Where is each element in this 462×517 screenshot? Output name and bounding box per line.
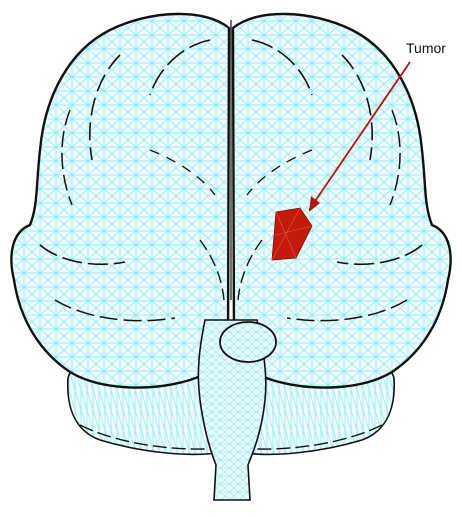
brainstem xyxy=(198,320,276,500)
left-hemisphere xyxy=(11,14,229,388)
tumor-label: Tumor xyxy=(406,40,446,56)
pons-cross-section xyxy=(220,322,276,362)
